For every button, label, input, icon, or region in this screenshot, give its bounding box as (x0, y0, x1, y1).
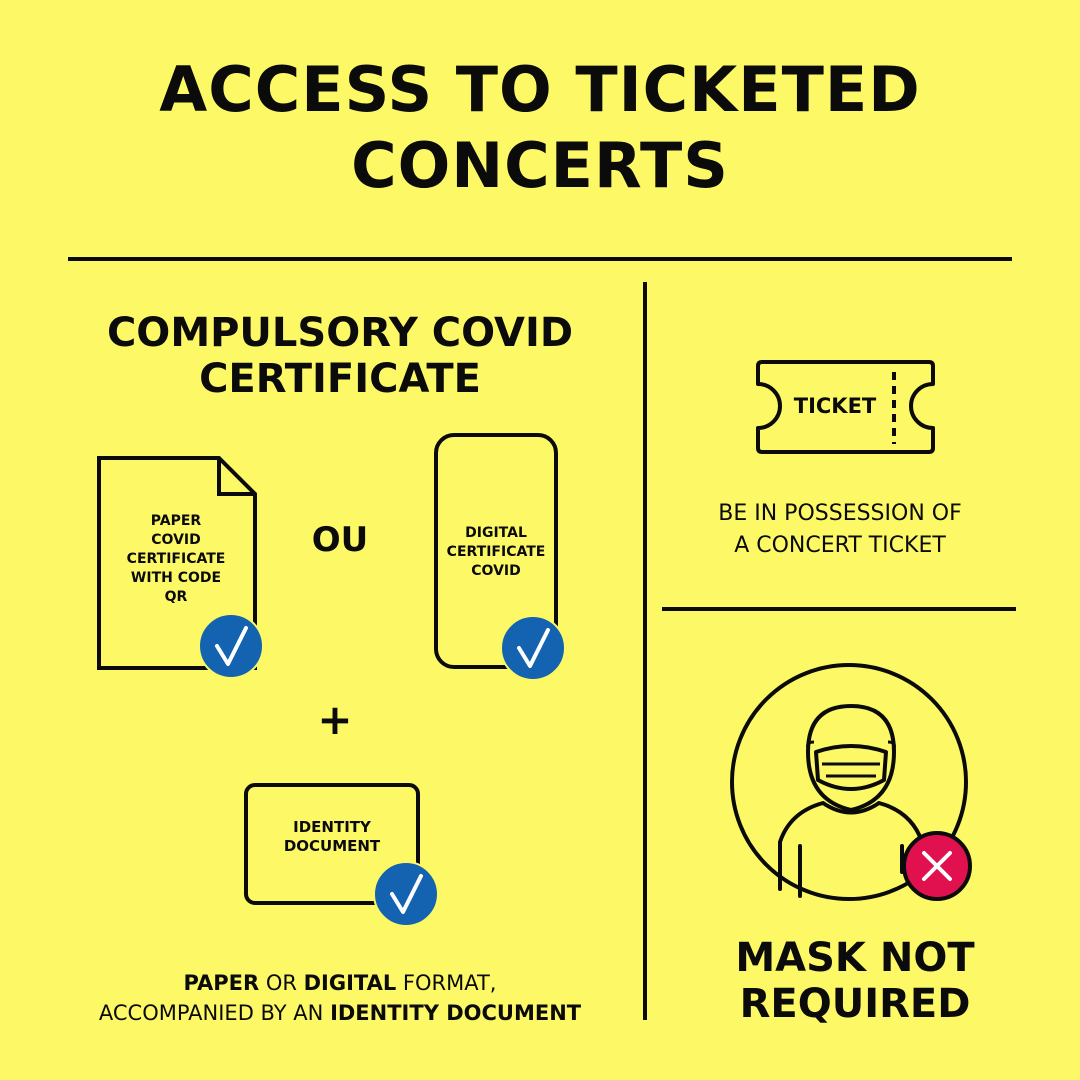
top-divider (68, 257, 1012, 261)
title-line-2: CONCERTS (351, 129, 729, 202)
identity-document-label: IDENTITY DOCUMENT (262, 818, 402, 856)
mask-title: MASK NOT REQUIRED (660, 935, 1050, 1027)
digital-certificate-label: DIGITAL CERTIFICATE COVID (438, 524, 554, 581)
covid-section-title: COMPULSORY COVID CERTIFICATE (40, 310, 640, 402)
paper-line: CERTIFICATE (126, 551, 226, 567)
identity-line: DOCUMENT (283, 837, 381, 855)
ticket-note-line-2: A CONCERT TICKET (734, 533, 946, 558)
paper-line: QR (164, 589, 188, 605)
covid-title-line-1: COMPULSORY COVID (106, 310, 574, 356)
format-note: PAPER OR DIGITAL FORMAT, ACCOMPANIED BY … (40, 968, 640, 1028)
vertical-divider (643, 282, 647, 1020)
paper-line: COVID (151, 532, 201, 548)
paper-certificate-label: PAPER COVID CERTIFICATE WITH CODE QR (112, 512, 240, 607)
format-note-line-1: PAPER OR DIGITAL FORMAT, (183, 971, 497, 995)
covid-title-line-2: CERTIFICATE (199, 356, 481, 402)
right-divider (662, 607, 1016, 611)
paper-line: WITH CODE (130, 570, 222, 586)
identity-line: IDENTITY (293, 818, 371, 836)
mask-title-line-2: REQUIRED (739, 981, 971, 1027)
format-note-line-2: ACCOMPANIED BY AN IDENTITY DOCUMENT (98, 1001, 582, 1025)
ticket-label: TICKET (793, 394, 877, 418)
paper-line: PAPER (150, 513, 202, 529)
or-separator: OU (311, 520, 369, 560)
digital-line: CERTIFICATE (446, 544, 546, 560)
digital-line: COVID (471, 563, 521, 579)
mask-title-line-1: MASK NOT (735, 935, 975, 981)
ticket-note: BE IN POSSESSION OF A CONCERT TICKET (660, 498, 1020, 562)
digital-line: DIGITAL (465, 525, 527, 541)
ticket-note-line-1: BE IN POSSESSION OF (718, 501, 962, 526)
plus-sign: + (317, 695, 353, 744)
page-title: ACCESS TO TICKETED CONCERTS (0, 52, 1080, 204)
title-line-1: ACCESS TO TICKETED (159, 53, 921, 126)
